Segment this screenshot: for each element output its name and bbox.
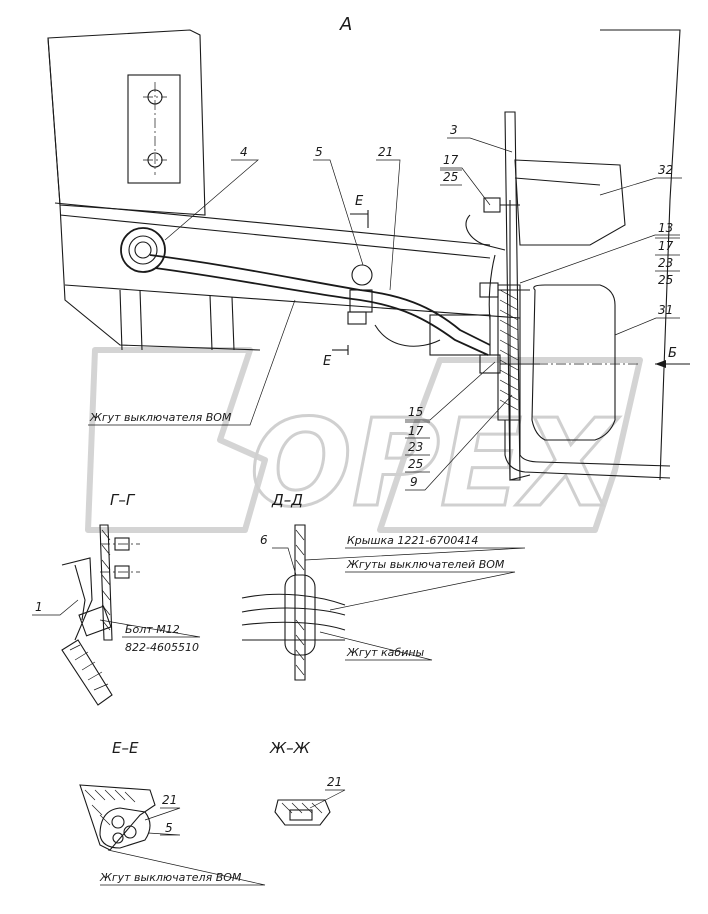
clamp-5	[351, 264, 373, 286]
section-mark-e-bottom: Е	[323, 354, 332, 369]
watermark: OPEX	[85, 347, 643, 536]
part-32	[514, 159, 626, 246]
connector-block	[429, 314, 491, 356]
cab-left-edge	[47, 37, 261, 351]
section-g-title: Г–Г	[110, 491, 136, 509]
section-e-title: Е–Е	[112, 739, 139, 757]
section-d-title: Д–Д	[271, 491, 303, 509]
callout-32: 32	[658, 163, 673, 177]
section-zh-title: Ж–Ж	[269, 739, 311, 757]
callout-15: 15	[408, 405, 423, 419]
callout-25b: 25	[658, 273, 673, 287]
section-zh	[274, 789, 346, 826]
callout-25a: 25	[443, 170, 458, 184]
harness-21	[149, 254, 491, 346]
note-harness-cab: Жгут кабины	[346, 646, 425, 659]
callout-21-e: 21	[162, 793, 177, 807]
callout-25c: 25	[408, 457, 423, 471]
callout-17a: 17	[443, 153, 459, 167]
callout-31: 31	[658, 303, 673, 317]
bulkhead-3	[504, 111, 521, 481]
callout-3: 3	[450, 123, 458, 137]
view-mark-b: Б	[668, 346, 677, 361]
section-e	[79, 784, 266, 886]
view-a-title: А	[339, 14, 352, 35]
callout-4: 4	[240, 145, 248, 159]
callout-23c: 23	[408, 440, 423, 454]
note-cover: Крышка 1221-6700414	[347, 534, 478, 547]
callout-9: 9	[410, 475, 418, 489]
labels: А Г–Г Д–Д Е–Е Ж–Ж Е Е Б 3 4 5 21 17 25 3…	[35, 14, 677, 884]
watermark-text: OPEX	[250, 395, 620, 534]
section-d	[241, 524, 526, 681]
callout-13: 13	[658, 221, 673, 235]
note-harness-pto: Жгут выключателя ВОМ	[89, 411, 232, 424]
grommet-4	[120, 227, 166, 273]
watermark-shape-right	[377, 357, 643, 533]
note-bolt-part: 822-4605510	[125, 641, 199, 654]
callout-17b: 17	[658, 239, 674, 253]
bolt-top	[483, 197, 520, 213]
callout-5: 5	[315, 145, 323, 159]
leaders-view-a	[88, 137, 682, 491]
cab-panel	[47, 29, 206, 216]
part-31	[531, 284, 616, 441]
callout-6: 6	[260, 533, 268, 547]
grommet-6	[284, 574, 316, 656]
callout-5-e: 5	[165, 821, 173, 835]
note-harnesses-pto: Жгуты выключателей ВОМ	[346, 558, 505, 571]
callout-21-zh: 21	[327, 775, 342, 789]
callout-1: 1	[35, 600, 43, 614]
callout-23b: 23	[658, 256, 673, 270]
note-bolt: Болт М12	[125, 623, 180, 636]
callout-17c: 17	[408, 424, 424, 438]
section-mark-e-top: Е	[355, 194, 364, 209]
callout-21: 21	[378, 145, 393, 159]
view-a	[47, 29, 690, 491]
section-g	[32, 524, 201, 706]
mount-plate	[127, 74, 181, 184]
note-harness-pto-e: Жгут выключателя ВОМ	[99, 871, 242, 884]
